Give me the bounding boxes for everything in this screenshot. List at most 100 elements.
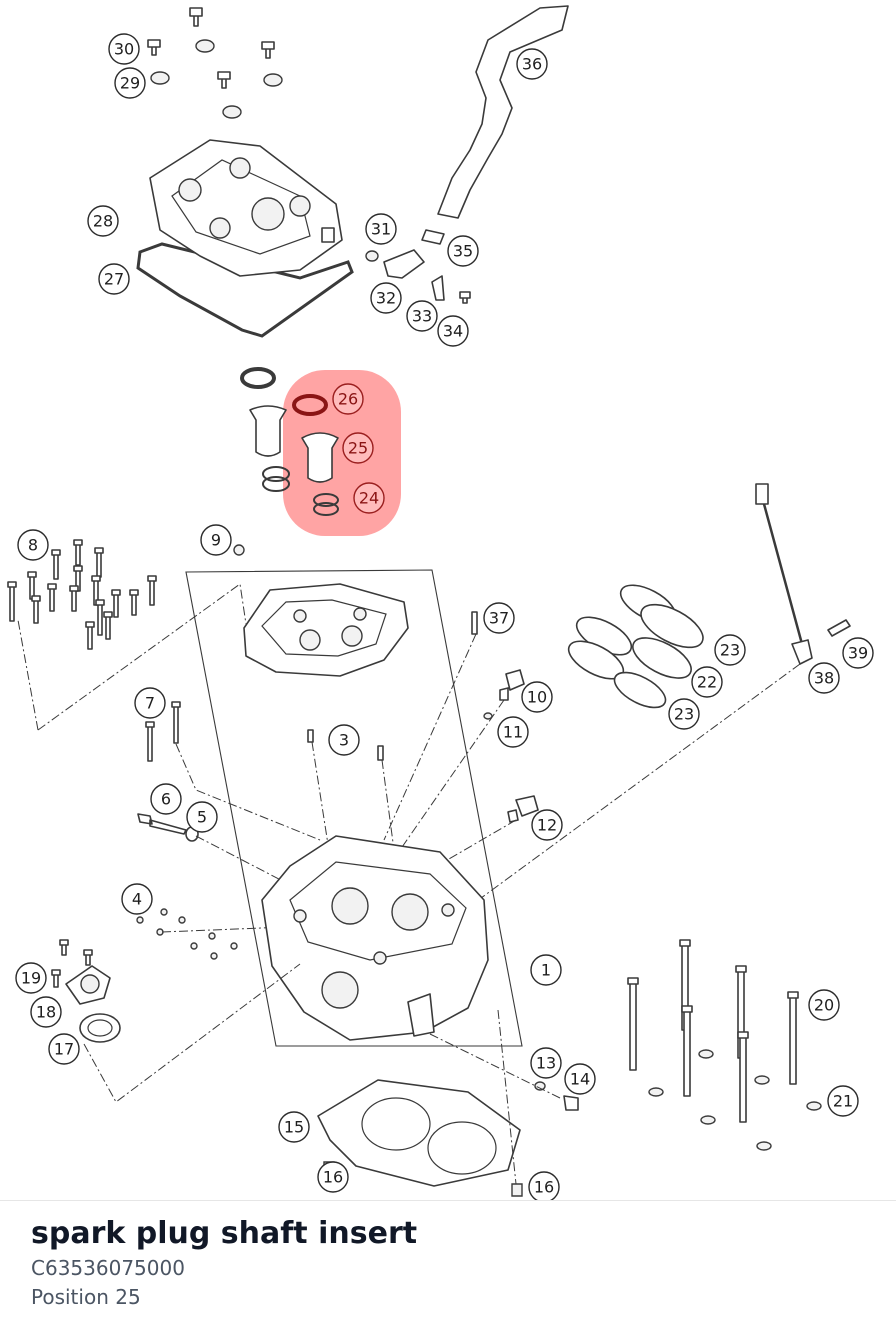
- camshaft-sensor[interactable]: [461, 483, 851, 913]
- svg-text:24: 24: [359, 489, 379, 508]
- callout-28[interactable]: 28: [87, 205, 119, 237]
- callout-26[interactable]: 26: [332, 383, 364, 415]
- svg-text:29: 29: [120, 74, 140, 93]
- callout-30[interactable]: 30: [108, 33, 140, 65]
- callout-12[interactable]: 12: [531, 809, 563, 841]
- svg-text:28: 28: [93, 212, 113, 231]
- svg-text:12: 12: [537, 816, 557, 835]
- svg-text:7: 7: [145, 694, 155, 713]
- callout-6[interactable]: 6: [150, 783, 182, 815]
- callout-27[interactable]: 27: [98, 263, 130, 295]
- svg-text:31: 31: [371, 220, 391, 239]
- svg-text:1: 1: [541, 961, 551, 980]
- svg-text:20: 20: [814, 996, 834, 1015]
- callout-15[interactable]: 15: [278, 1111, 310, 1143]
- callout-16b[interactable]: 16: [528, 1171, 560, 1200]
- drain-plug[interactable]: [429, 1033, 579, 1111]
- cylinder-bolt-washers[interactable]: [648, 1049, 822, 1151]
- callout-34[interactable]: 34: [437, 315, 469, 347]
- svg-text:39: 39: [848, 644, 868, 663]
- callout-37[interactable]: 37: [483, 602, 515, 634]
- callout-1[interactable]: 1: [530, 954, 562, 986]
- callout-13[interactable]: 13: [530, 1047, 562, 1079]
- svg-text:8: 8: [28, 536, 38, 555]
- svg-text:33: 33: [412, 307, 432, 326]
- svg-text:4: 4: [132, 890, 142, 909]
- callout-4[interactable]: 4: [121, 883, 153, 915]
- svg-text:32: 32: [376, 289, 396, 308]
- cylinder-bolts[interactable]: [627, 939, 799, 1123]
- svg-text:35: 35: [453, 242, 473, 261]
- exploded-parts-diagram: 1 9 3 4 5 6 7 8 10 11 12 13 14 15 16 16 …: [7, 5, 874, 1200]
- svg-text:26: 26: [338, 390, 358, 409]
- svg-text:15: 15: [284, 1118, 304, 1137]
- spark-plug-shaft-left-set[interactable]: [240, 367, 290, 492]
- svg-text:17: 17: [54, 1040, 74, 1059]
- hose-clamp-and-fittings[interactable]: [365, 229, 471, 304]
- callout-21[interactable]: 21: [827, 1085, 859, 1117]
- svg-text:22: 22: [697, 673, 717, 692]
- callout-20[interactable]: 20: [808, 989, 840, 1021]
- callout-24[interactable]: 24: [353, 482, 385, 514]
- breather-hose[interactable]: [437, 5, 569, 219]
- part-number: C63536075000: [31, 1256, 185, 1280]
- callout-39[interactable]: 39: [842, 637, 874, 669]
- temperature-sensors[interactable]: [383, 611, 539, 871]
- thermostat-housing[interactable]: [51, 939, 301, 1103]
- svg-text:30: 30: [114, 40, 134, 59]
- part-info-panel: [0, 1200, 896, 1336]
- callout-19[interactable]: 19: [15, 962, 47, 994]
- callout-22[interactable]: 22: [691, 666, 723, 698]
- svg-text:10: 10: [527, 688, 547, 707]
- callout-35[interactable]: 35: [447, 235, 479, 267]
- callout-5[interactable]: 5: [186, 801, 218, 833]
- svg-text:34: 34: [443, 322, 463, 341]
- part-name: spark plug shaft insert: [31, 1216, 418, 1251]
- callout-16a[interactable]: 16: [317, 1161, 349, 1193]
- cover-bolts-and-washers[interactable]: [147, 7, 283, 119]
- callout-25[interactable]: 25: [342, 432, 374, 464]
- cylinder-head[interactable]: [261, 835, 489, 1041]
- valve-cover[interactable]: [149, 139, 343, 277]
- callout-10[interactable]: 10: [521, 681, 553, 713]
- svg-text:38: 38: [814, 669, 834, 688]
- callout-11[interactable]: 11: [497, 716, 529, 748]
- callout-17[interactable]: 17: [48, 1033, 80, 1065]
- callout-23a[interactable]: 23: [714, 634, 746, 666]
- intake-flanges[interactable]: [563, 578, 710, 715]
- callout-2[interactable]: 9: [200, 524, 232, 556]
- cylinder-head-bolts[interactable]: [7, 539, 157, 650]
- svg-text:13: 13: [536, 1054, 556, 1073]
- svg-text:23: 23: [674, 705, 694, 724]
- svg-text:14: 14: [570, 1070, 590, 1089]
- camshaft-carrier[interactable]: [233, 544, 409, 677]
- svg-text:21: 21: [833, 1092, 853, 1111]
- svg-text:36: 36: [522, 55, 542, 74]
- callout-36[interactable]: 36: [516, 48, 548, 80]
- part-position: Position 25: [31, 1285, 141, 1309]
- svg-text:23: 23: [720, 641, 740, 660]
- callout-3[interactable]: 3: [328, 724, 360, 756]
- callout-29[interactable]: 29: [114, 67, 146, 99]
- callout-31[interactable]: 31: [365, 213, 397, 245]
- callout-7[interactable]: 7: [134, 687, 166, 719]
- svg-text:6: 6: [161, 790, 171, 809]
- callout-23b[interactable]: 23: [668, 698, 700, 730]
- svg-text:9: 9: [211, 531, 221, 550]
- svg-text:19: 19: [21, 969, 41, 988]
- svg-text:18: 18: [36, 1003, 56, 1022]
- highlight-region: [283, 370, 401, 536]
- svg-text:27: 27: [104, 270, 124, 289]
- callout-14[interactable]: 14: [564, 1063, 596, 1095]
- callout-8[interactable]: 8: [17, 529, 49, 561]
- svg-text:11: 11: [503, 723, 523, 742]
- callout-18[interactable]: 18: [30, 996, 62, 1028]
- svg-text:25: 25: [348, 439, 368, 458]
- svg-text:37: 37: [489, 609, 509, 628]
- callout-32[interactable]: 32: [370, 282, 402, 314]
- spark-plug-shaft-insert[interactable]: [292, 394, 339, 516]
- callout-38[interactable]: 38: [808, 662, 840, 694]
- svg-text:3: 3: [339, 731, 349, 750]
- svg-text:5: 5: [197, 808, 207, 827]
- callout-33[interactable]: 33: [406, 300, 438, 332]
